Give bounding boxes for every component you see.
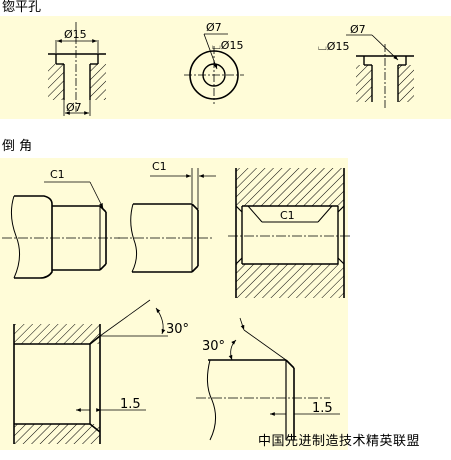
chamfer-shaft-label: C1 <box>50 168 65 181</box>
counterbore-panel <box>0 16 451 119</box>
fig1-top-dimension: Ø15 <box>64 28 87 41</box>
chamfer-hole-figure <box>228 168 350 298</box>
counterbore-fig3 <box>346 34 414 110</box>
chamfer-angle-left: 30° <box>166 322 189 337</box>
chamfer-shaft-30-figure <box>196 317 340 441</box>
chamfer-shaft-figure <box>2 181 120 279</box>
section-title-chamfer: 倒 角 <box>2 139 33 154</box>
fig2-hole-dimension: Ø7 <box>206 21 222 34</box>
section-title-counterbore: 锪平孔 <box>2 0 42 15</box>
fig3-counterbore-dimension: ⌴Ø15 <box>318 40 349 53</box>
counterbore-fig2 <box>184 33 244 104</box>
fig3-hole-dimension: Ø7 <box>350 23 366 36</box>
fig1-bottom-dimension: Ø7 <box>66 101 82 114</box>
chamfer-length-right: 1.5 <box>312 401 333 416</box>
fig2-counterbore-dimension: ⌴Ø15 <box>212 39 243 52</box>
chamfer-length-left: 1.5 <box>120 397 141 412</box>
watermark-text: 中国先进制造技术精英联盟 <box>258 434 421 449</box>
chamfer-rod-label: C1 <box>152 160 167 173</box>
counterbore-fig1 <box>48 22 106 116</box>
chamfer-hole-label: C1 <box>280 209 295 222</box>
chamfer-rod-figure <box>118 168 216 273</box>
chamfer-hole-30-figure <box>13 299 168 444</box>
chamfer-angle-right: 30° <box>202 339 225 354</box>
